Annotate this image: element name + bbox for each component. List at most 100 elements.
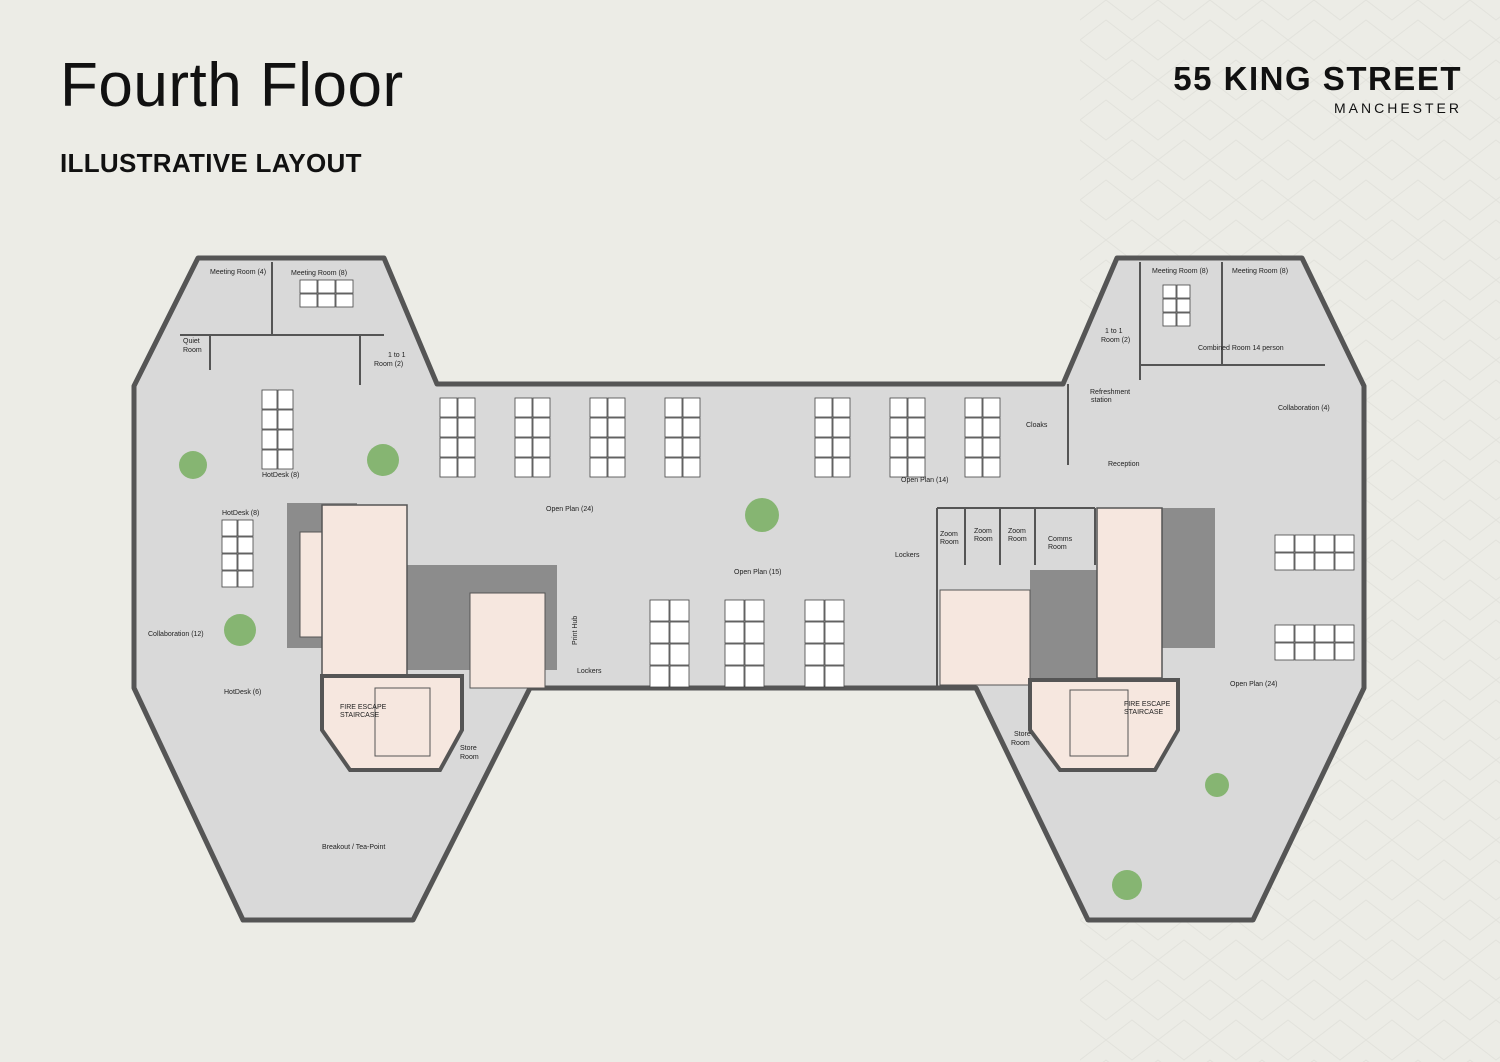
- pattern-diamond: [1261, 1019, 1315, 1061]
- pattern-diamond: [1443, 339, 1497, 381]
- pattern-diamond: [1261, 0, 1315, 21]
- pattern-diamond: [1469, 619, 1500, 661]
- page-subtitle: ILLUSTRATIVE LAYOUT: [60, 148, 362, 178]
- pattern-diamond: [1417, 779, 1471, 821]
- pattern-diamond: [1365, 0, 1419, 21]
- pattern-diamond: [1365, 779, 1419, 821]
- room-labels: Meeting Room (4) Meeting Room (8) Quiet …: [148, 268, 1330, 851]
- desk: [982, 397, 1001, 418]
- label-meeting-room-8-right-a: Meeting Room (8): [1152, 268, 1208, 275]
- desk: [744, 665, 765, 688]
- pattern-diamond: [1183, 179, 1237, 221]
- desk: [589, 417, 608, 438]
- pattern-diamond: [1209, 939, 1263, 981]
- pattern-diamond: [1339, 979, 1393, 1021]
- label-fire-escape-right: FIRE ESCAPE: [1124, 701, 1171, 708]
- desk: [1274, 624, 1295, 643]
- right-core-block: [1160, 508, 1215, 648]
- desk: [532, 397, 551, 418]
- label-comms-room: Comms: [1048, 536, 1073, 543]
- pattern-diamond: [1391, 99, 1445, 141]
- pattern-diamond: [1365, 379, 1419, 421]
- label-one-to-one-left-2: Room (2): [374, 361, 403, 368]
- desk: [832, 417, 851, 438]
- desk: [724, 621, 745, 644]
- pattern-diamond: [1131, 979, 1185, 1021]
- pattern-diamond: [1443, 179, 1497, 221]
- pattern-diamond: [1417, 0, 1471, 21]
- plant: [1205, 773, 1229, 797]
- pattern-diamond: [1443, 499, 1497, 541]
- label-breakout: Breakout / Tea-Point: [322, 844, 385, 851]
- pattern-diamond: [1417, 59, 1471, 101]
- pattern-diamond: [1313, 219, 1367, 261]
- pattern-diamond: [1443, 19, 1497, 61]
- pattern-diamond: [1365, 939, 1419, 981]
- pattern-diamond: [1080, 179, 1133, 221]
- desk: [1274, 534, 1295, 553]
- pattern-diamond: [1235, 179, 1289, 221]
- desk: [317, 293, 336, 308]
- pattern-diamond: [1469, 939, 1500, 981]
- label-zoom-room-1: Zoom: [940, 531, 958, 538]
- desk: [964, 397, 983, 418]
- desk: [439, 437, 458, 458]
- desk: [514, 397, 533, 418]
- label-one-to-one-right-2: Room (2): [1101, 337, 1130, 344]
- pattern-diamond: [1365, 59, 1419, 101]
- desk: [237, 570, 254, 588]
- pattern-diamond: [1339, 19, 1393, 61]
- label-collaboration-12: Collaboration (12): [148, 631, 204, 638]
- pattern-diamond: [1157, 0, 1211, 21]
- label-one-to-one-left: 1 to 1: [388, 352, 406, 359]
- desk: [1334, 642, 1355, 661]
- desk: [664, 417, 683, 438]
- desk: [1314, 552, 1335, 571]
- desk: [1176, 312, 1191, 327]
- desk: [889, 457, 908, 478]
- desk: [1294, 534, 1315, 553]
- right-lobby: [1096, 507, 1163, 679]
- pattern-diamond: [1417, 219, 1471, 261]
- pattern-diamond: [1417, 539, 1471, 581]
- desk: [982, 417, 1001, 438]
- pattern-diamond: [1391, 659, 1445, 701]
- pattern-diamond: [1313, 0, 1367, 21]
- label-store-left-2: Room: [460, 754, 479, 761]
- desk: [299, 279, 318, 294]
- pattern-diamond: [1131, 99, 1185, 141]
- label-print-hub: Print Hub: [572, 616, 579, 645]
- left-staircase: [374, 687, 431, 757]
- label-store-right-2: Room: [1011, 740, 1030, 747]
- pattern-diamond: [1365, 219, 1419, 261]
- pattern-diamond: [1339, 99, 1393, 141]
- desk: [1176, 284, 1191, 299]
- label-hotdesk-8-left: HotDesk (8): [222, 510, 259, 517]
- pattern-diamond: [1105, 139, 1159, 181]
- pattern-diamond: [1417, 459, 1471, 501]
- desk: [669, 665, 690, 688]
- label-zoom-room-3b: Room: [1008, 536, 1027, 543]
- pattern-diamond: [1443, 739, 1497, 781]
- pattern-diamond: [1080, 979, 1133, 1021]
- pattern-diamond: [1443, 899, 1497, 941]
- pattern-diamond: [1443, 419, 1497, 461]
- pattern-diamond: [1391, 499, 1445, 541]
- pattern-diamond: [1080, 19, 1133, 61]
- desk: [221, 553, 238, 571]
- page-title: Fourth Floor: [60, 51, 404, 120]
- pattern-diamond: [1339, 899, 1393, 941]
- label-comms-room-2: Room: [1048, 544, 1067, 551]
- desk: [277, 389, 294, 410]
- desk: [457, 397, 476, 418]
- pattern-diamond: [1105, 59, 1159, 101]
- desk: [457, 437, 476, 458]
- right-core-block-2: [1030, 570, 1098, 680]
- desk: [439, 457, 458, 478]
- desk: [744, 621, 765, 644]
- desk: [261, 389, 278, 410]
- desk: [1294, 642, 1315, 661]
- pattern-diamond: [1417, 299, 1471, 341]
- pattern-diamond: [1417, 139, 1471, 181]
- desk: [261, 449, 278, 470]
